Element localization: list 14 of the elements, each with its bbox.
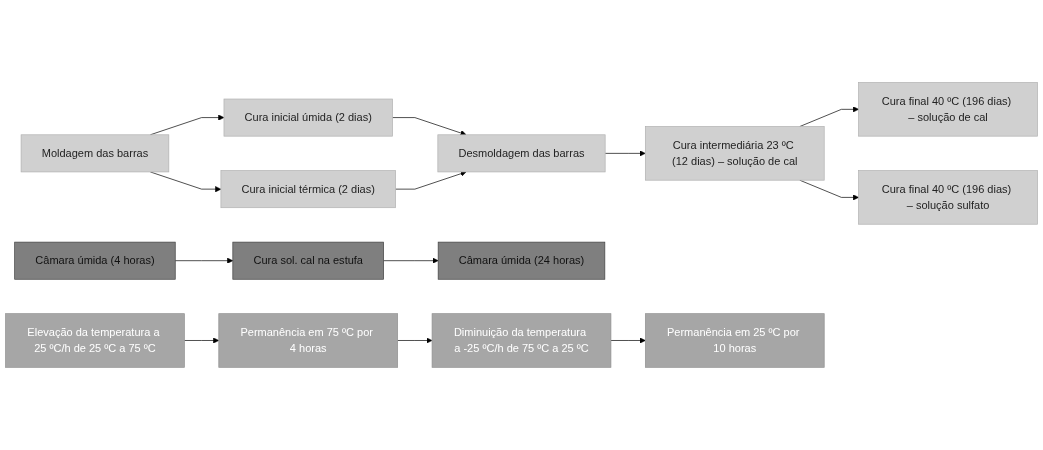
node-box: Permanência em 75 ºC por 4 horas [218, 313, 398, 368]
node-box: Cura inicial térmica (2 dias) [220, 170, 396, 209]
node-box: Cura final 40 ºC (196 dias) – solução de cal [858, 82, 1038, 137]
node-box: Permanência em 25 ºC por 10 horas [645, 313, 825, 368]
node-box: Diminuição da temperatura a -25 ºC/h de 75 ºC a 25 ºC [431, 313, 612, 368]
node-box: Câmara úmida (4 horas) [14, 241, 176, 280]
node-box: Moldagem das barras [20, 134, 170, 173]
node-box: Desmoldagem das barras [437, 134, 606, 173]
node-box: Cura final 40 ºC (196 dias) – solução sulfato [858, 170, 1038, 225]
node-box: Cura intermediária 23 ºC (12 dias) – solução de cal [645, 126, 825, 181]
node-box: Cura sol. cal na estufa [232, 241, 384, 280]
node-box: Cura inicial úmida (2 dias) [223, 98, 393, 137]
node-box: Elevação da temperatura a 25 ºC/h de 25 ºC a 75 ºC [5, 313, 185, 368]
node-box: Câmara úmida (24 horas) [437, 241, 606, 280]
